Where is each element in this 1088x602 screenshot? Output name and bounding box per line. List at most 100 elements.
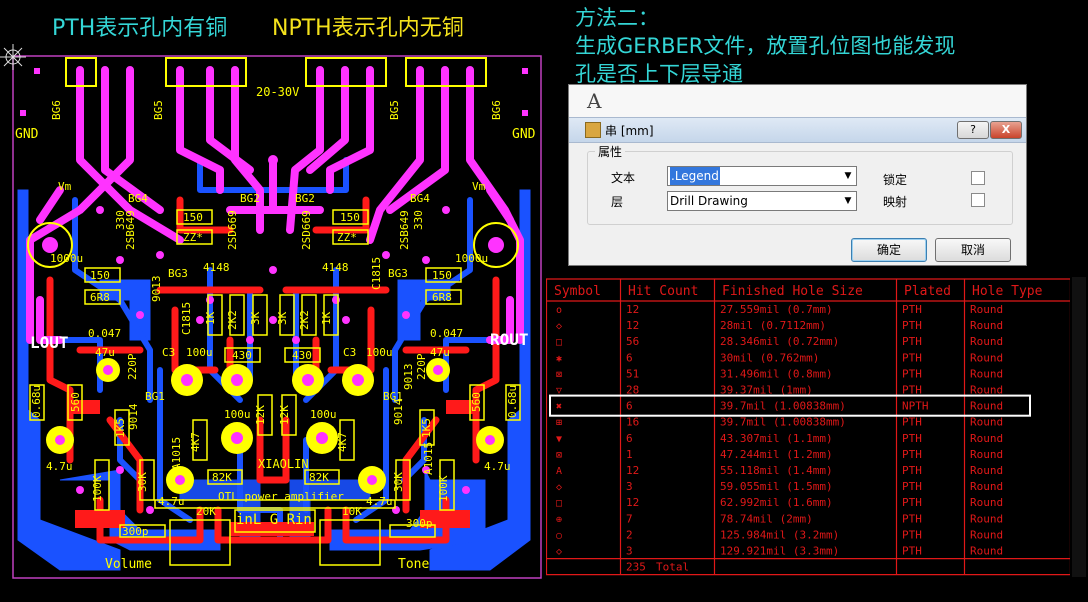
help-button[interactable]: ? <box>957 121 989 139</box>
label-t9013b: 9013 <box>402 364 415 391</box>
plated-cell: PTH <box>902 448 922 461</box>
hole-symbol-icon: ⊞ <box>556 418 562 429</box>
string-icon <box>585 122 601 138</box>
label-d4148a: 4148 <box>203 261 230 274</box>
label-um-left: Vm <box>58 180 72 193</box>
close-button[interactable]: X <box>990 121 1022 139</box>
label-r560a: 560 <box>69 392 82 412</box>
label-input-pins: inL G Rin <box>236 512 312 528</box>
hole-type-cell: Round <box>970 448 1003 461</box>
label-bg1-right: BG1 <box>383 390 403 403</box>
hole-symbol-icon: ⊠ <box>556 450 562 461</box>
mirror-checkbox[interactable] <box>971 193 985 207</box>
hole-size-cell: 78.74mil (2mm) <box>720 512 813 525</box>
hit-count-cell: 7 <box>626 512 633 525</box>
label-c3-left: C3 <box>162 346 175 359</box>
label-c1000b: 1000u <box>455 252 488 265</box>
text-value: .Legend <box>670 167 720 185</box>
label-c100b: 100u <box>366 346 393 359</box>
chevron-down-icon[interactable]: ▼ <box>844 171 852 181</box>
hole-type-cell: Round <box>970 367 1003 380</box>
plated-cell: PTH <box>902 303 922 316</box>
hit-count-cell: 6 <box>626 351 633 364</box>
label-bg4-left: BG4 <box>128 192 148 205</box>
hit-count-cell: 2 <box>626 528 633 541</box>
label-t2sd-right: 2SD669 <box>300 210 313 250</box>
chevron-down-icon[interactable]: ▼ <box>844 196 852 206</box>
hole-symbol-icon: A <box>556 466 562 477</box>
layer-combo[interactable]: Drill Drawing ▼ <box>667 191 857 211</box>
cancel-button[interactable]: 取消 <box>935 238 1011 262</box>
label-c47a: 47u <box>95 346 115 359</box>
dialog-app-strip: A <box>569 85 1026 117</box>
dialog-title-bar[interactable]: 串 [mm] ? X <box>569 117 1026 143</box>
table-scrollbar[interactable] <box>1072 277 1086 577</box>
lock-checkbox[interactable] <box>971 171 985 185</box>
label-bg4-right: BG4 <box>410 192 430 205</box>
npth-note: NPTH表示孔内无铜 <box>272 16 464 41</box>
hole-size-cell: 28.346mil (0.72mm) <box>720 335 839 348</box>
ok-button[interactable]: 确定 <box>851 238 927 262</box>
hit-count-cell: 12 <box>626 496 639 509</box>
hole-type-cell: Round <box>970 319 1003 332</box>
npth-highlight-box <box>549 394 1031 417</box>
label-r10k: 10K <box>342 505 362 518</box>
label-c220a: 220P <box>126 353 139 380</box>
plated-cell: NPTH <box>902 400 929 413</box>
hole-type-cell: Round <box>970 303 1003 316</box>
text-tool-icon[interactable]: A <box>587 89 602 113</box>
hole-size-cell: 47.244mil (1.2mm) <box>720 448 833 461</box>
hit-count-cell: 12 <box>626 464 639 477</box>
label-r150b: 150 <box>432 269 452 282</box>
plated-cell: PTH <box>902 496 922 509</box>
label-r330a: 330 <box>114 210 127 230</box>
label-r12ka: 12K <box>254 405 267 425</box>
label-bg2-b: BG2 <box>295 192 315 205</box>
hole-type-cell: Round <box>970 432 1003 445</box>
text-combo[interactable]: .Legend ▼ <box>667 166 857 186</box>
label-voltage: 20-30V <box>256 85 299 99</box>
label-rout: ROUT <box>490 330 529 349</box>
hole-type-cell: Round <box>970 528 1003 541</box>
plated-cell: PTH <box>902 416 922 429</box>
hole-type-cell: Round <box>970 384 1003 397</box>
label-r1k5b: 1K5 <box>420 418 433 438</box>
hole-size-cell: 39.7mil (1.00838mm) <box>720 400 846 413</box>
hole-symbol-icon: o <box>556 305 562 316</box>
label-c3-right: C3 <box>343 346 356 359</box>
hole-type-cell: Round <box>970 496 1003 509</box>
hole-symbol-icon: □ <box>556 498 562 509</box>
text-label: 文本 <box>611 171 636 185</box>
label-c220b: 220P <box>415 353 428 380</box>
pcb-board[interactable]: GND GND 20-30V LOUT ROUT XIAOLIN OTL pow… <box>0 40 546 580</box>
hole-symbol-icon: ▼ <box>556 434 562 445</box>
hit-count-cell: 3 <box>626 480 633 493</box>
hole-type-cell: Round <box>970 545 1003 558</box>
hole-size-cell: 43.307mil (1.1mm) <box>720 432 833 445</box>
plated-cell: PTH <box>902 512 922 525</box>
header-plated: Plated <box>904 284 951 299</box>
plated-cell: PTH <box>902 351 922 364</box>
properties-dialog[interactable]: A 串 [mm] ? X 属性 文本 .Legend ▼ 层 Drill Dra… <box>568 84 1027 266</box>
hole-symbol-icon: ⊠ <box>556 369 562 380</box>
label-r430a: 430 <box>232 349 252 362</box>
header-hole-type: Hole Type <box>972 284 1043 299</box>
label-c100c: 100u <box>224 408 251 421</box>
